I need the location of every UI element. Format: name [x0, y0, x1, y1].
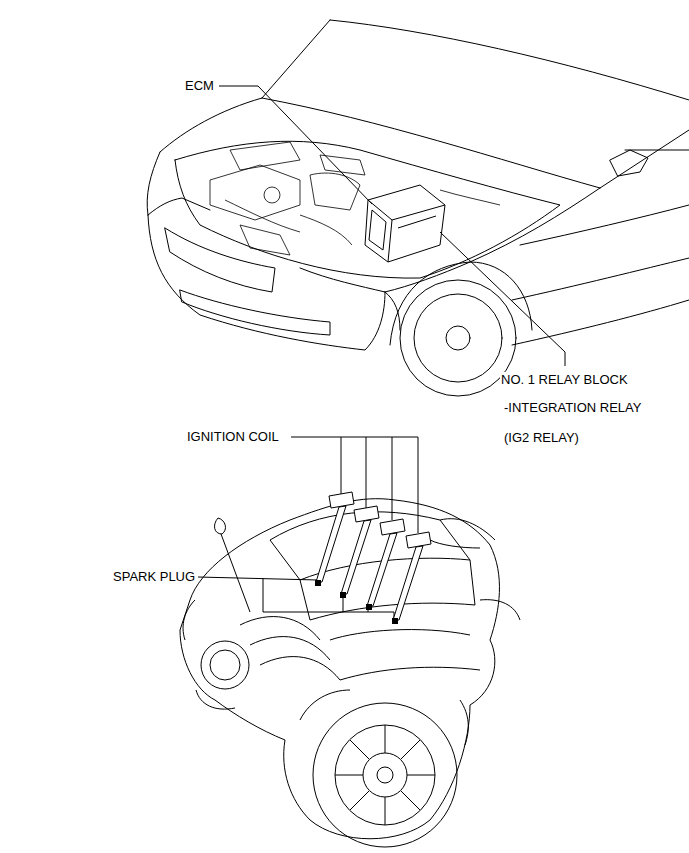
part-label: NO. 1 RELAY BLOCK	[500, 372, 629, 388]
ecm-unit-part	[369, 210, 386, 250]
car-body-part	[600, 130, 689, 188]
engine-bay-parts-part	[240, 225, 290, 255]
engine-bay-parts	[210, 142, 500, 255]
part-label: SPARK PLUG	[112, 569, 196, 585]
engine-assembly-part	[430, 540, 480, 548]
engine-assembly-part	[201, 641, 249, 689]
car-body-part	[625, 150, 689, 151]
engine-assembly-part	[335, 725, 435, 825]
part-label: -INTEGRATION RELAY	[503, 400, 642, 416]
engine-assembly-part	[313, 703, 457, 847]
car-body-part	[147, 152, 160, 215]
engine-bay-parts-part	[440, 190, 500, 205]
spark-plug-tips-part	[392, 618, 398, 624]
part-label: ECM	[184, 78, 215, 94]
ignition-coils-part	[393, 546, 423, 620]
engine-assembly-part	[363, 753, 407, 797]
engine-assembly-part	[183, 600, 195, 640]
engine-assembly-part	[377, 767, 393, 783]
car-body-part	[148, 198, 210, 215]
ecm-unit-part	[398, 216, 436, 228]
car-body-part	[330, 20, 689, 100]
leader-lines-part	[392, 437, 393, 520]
ignition-coils	[316, 492, 431, 620]
engine-assembly-part	[215, 518, 226, 534]
car-body-part	[512, 300, 689, 345]
leader-lines-part	[343, 596, 344, 612]
leader-lines	[198, 86, 565, 622]
engine-assembly-part	[300, 690, 350, 720]
car-body-part	[148, 215, 385, 350]
ignition-coils-part	[341, 520, 371, 594]
leader-lines-part	[219, 86, 372, 204]
ignition-coils-part	[367, 533, 397, 606]
car-body-part	[610, 150, 648, 176]
car-body	[147, 20, 689, 396]
ignition-coils-part	[406, 532, 431, 548]
engine-bay-parts-part	[230, 142, 300, 170]
engine-assembly-part	[460, 700, 468, 745]
engine-assembly-part	[440, 519, 495, 540]
car-body-part	[262, 20, 330, 98]
engine-assembly-part	[340, 667, 480, 680]
engine-bay-parts-part	[210, 165, 300, 220]
car-body-part	[175, 141, 560, 278]
car-body-part	[512, 258, 689, 300]
spark-plug-tips	[315, 580, 398, 624]
ignition-coils-part	[316, 506, 346, 582]
engine-bay-parts-part	[225, 200, 300, 232]
engine-assembly-part	[350, 740, 420, 810]
ecm-unit-part	[388, 220, 392, 262]
car-body-part	[400, 280, 516, 396]
car-body-part	[385, 262, 470, 292]
engine-bay-parts-part	[300, 215, 352, 245]
engine-bay-parts-part	[310, 173, 360, 210]
car-body-part	[414, 294, 502, 382]
engine-bay-parts-part	[320, 155, 365, 175]
car-body-part	[165, 228, 275, 292]
leader-lines-part	[341, 437, 342, 494]
spark-plug-tips-part	[366, 604, 372, 610]
leader-lines-part	[418, 437, 419, 533]
spark-plug-tips-part	[315, 580, 321, 586]
engine-assembly-part	[335, 725, 435, 825]
engine-assembly-part	[180, 499, 499, 839]
engine-assembly	[180, 499, 520, 847]
engine-assembly-part	[221, 534, 250, 612]
leader-lines-part	[366, 437, 367, 508]
leader-lines-part	[440, 232, 565, 366]
engine-bay-parts-part	[264, 187, 280, 203]
spark-plug-tips-part	[340, 592, 346, 598]
engine-assembly-part	[260, 657, 340, 680]
car-body-part	[180, 290, 330, 335]
leader-lines-part	[291, 437, 418, 438]
engine-assembly-part	[480, 600, 520, 620]
car-body-part	[470, 188, 600, 262]
car-body-part	[446, 326, 470, 350]
part-label: IGNITION COIL	[186, 429, 280, 445]
car-body-part	[300, 268, 385, 292]
part-label: (IG2 RELAY)	[503, 430, 580, 446]
car-body-part	[520, 205, 689, 245]
ecm-unit	[365, 185, 445, 262]
ecm-unit-part	[365, 185, 445, 262]
ignition-coils-part	[380, 519, 405, 535]
engine-assembly-part	[330, 630, 470, 640]
engine-assembly-part	[210, 650, 240, 680]
ignition-coils-part	[329, 492, 354, 508]
engine-assembly-part	[196, 690, 235, 709]
ignition-coils-part	[354, 506, 379, 522]
